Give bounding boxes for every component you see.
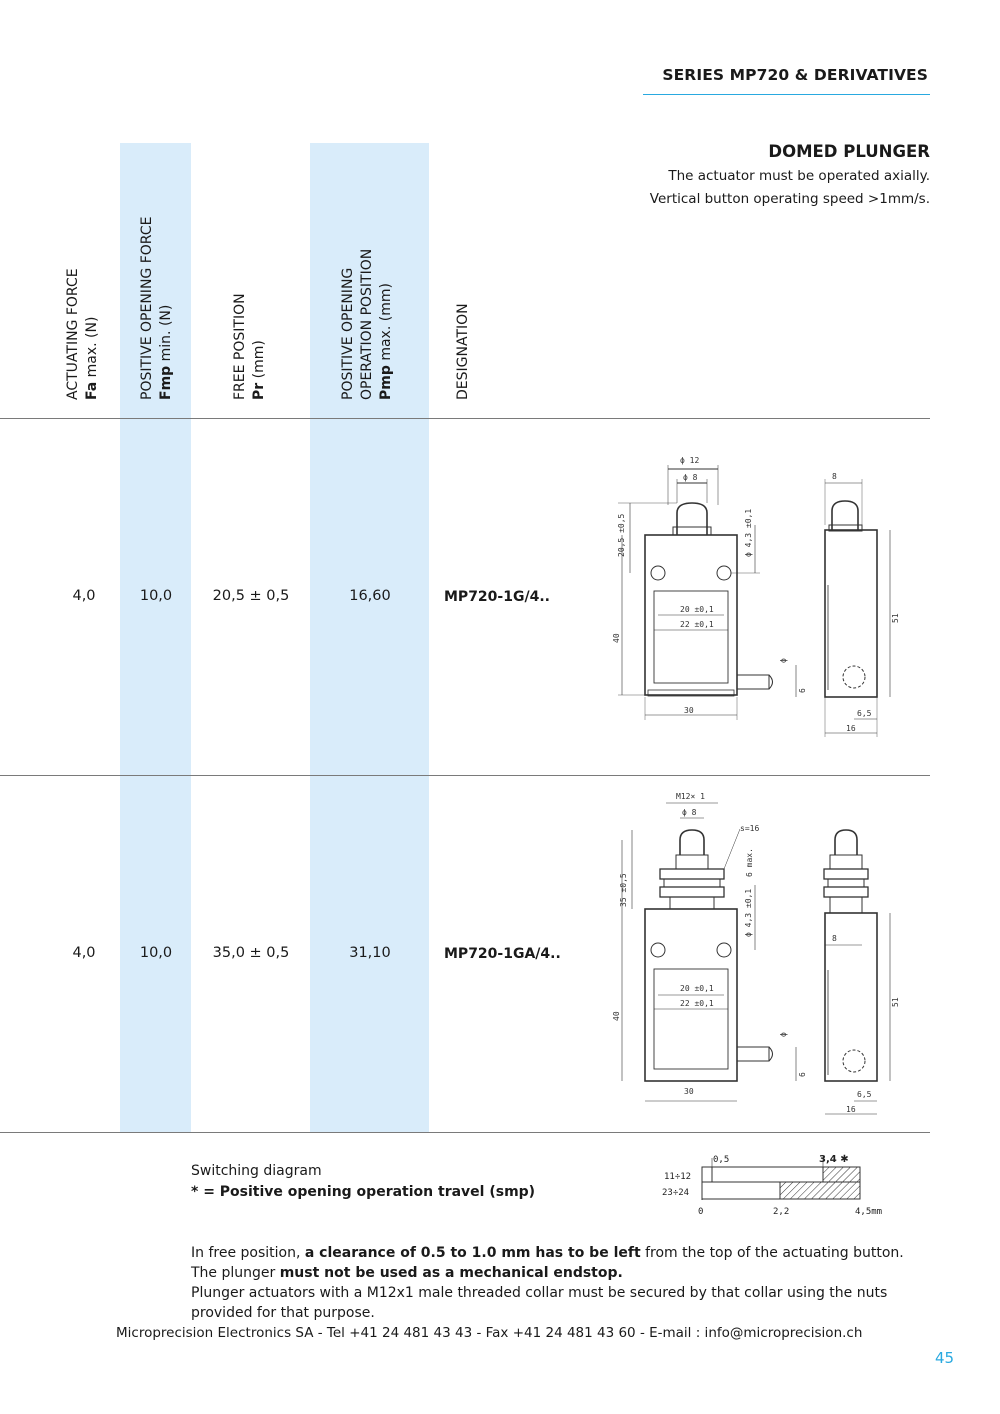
note-line-1: In free position, a clearance of 0.5 to … bbox=[191, 1245, 904, 1261]
dim-s16-label: s=16 bbox=[740, 824, 759, 833]
row1-pmp: 16,60 bbox=[349, 588, 391, 604]
row2-designation: MP720-1GA/4.. bbox=[444, 946, 561, 962]
column-band-fmp bbox=[120, 143, 191, 1132]
dim-d8-label-2: ϕ 8 bbox=[682, 808, 697, 817]
drawing-mp720-1ga: M12× 1 ϕ 8 s=16 6 max. 35 ±0,5 ϕ 4,3 ±0,… bbox=[612, 792, 900, 1115]
series-title: SERIES MP720 & DERIVATIVES bbox=[662, 66, 928, 84]
row2-fa: 4,0 bbox=[72, 945, 96, 961]
dim-w16-label-2: 16 bbox=[846, 1105, 856, 1114]
section-desc-line2: Vertical button operating speed >1mm/s. bbox=[649, 191, 930, 207]
dim-d12-label: ϕ 12 bbox=[680, 456, 699, 465]
usage-notes: In free position, a clearance of 0.5 to … bbox=[191, 1243, 921, 1323]
dim-h205-label: 20,5 ±0,5 bbox=[617, 513, 626, 557]
dim-h35-label: 35 ±0,5 bbox=[619, 873, 628, 907]
switching-diagram-label: Switching diagram bbox=[191, 1163, 322, 1179]
dim-h51-label: 51 bbox=[891, 613, 900, 623]
column-header-free-position: FREE POSITION Pr (mm) bbox=[232, 293, 267, 400]
column-header-positive-opening-force: POSITIVE OPENING FORCE Fmp min. (N) bbox=[139, 216, 174, 400]
column-header-positive-opening-position: POSITIVE OPENING OPERATION POSITION Pmp … bbox=[340, 248, 394, 400]
dim-w65-label: 6,5 bbox=[857, 709, 872, 718]
note-line-4: provided for that purpose. bbox=[191, 1305, 375, 1321]
row2-fmp: 10,0 bbox=[139, 945, 173, 961]
column-band-pmp bbox=[310, 143, 429, 1132]
table-row-rule bbox=[0, 775, 930, 776]
row2-pr: 35,0 ± 0,5 bbox=[212, 945, 290, 961]
dim-22-label: 22 ±0,1 bbox=[680, 620, 714, 629]
table-header-rule bbox=[0, 418, 930, 419]
switching-t45: 4,5mm bbox=[855, 1207, 882, 1217]
drawing-mp720-1g: ϕ 12 ϕ 8 8 20,5 ±0,5 ϕ 4,3 ±0,1 20 ±0,1 … bbox=[612, 456, 900, 737]
row1-fa: 4,0 bbox=[72, 588, 96, 604]
switching-t34: 3,4 ✱ bbox=[819, 1154, 849, 1165]
note-line-2: The plunger must not be used as a mechan… bbox=[191, 1265, 623, 1281]
dim-d43-label-2: ϕ 4,3 ±0,1 bbox=[744, 889, 753, 937]
dim-20-label-2: 20 ±0,1 bbox=[680, 984, 714, 993]
dim-max6-label: 6 max. bbox=[745, 848, 754, 877]
dim-w65-label-2: 6,5 bbox=[857, 1090, 872, 1099]
dim-six-label-2: 6 bbox=[798, 1072, 807, 1077]
dim-20-label: 20 ±0,1 bbox=[680, 605, 714, 614]
switching-contact1: 11÷12 bbox=[664, 1172, 691, 1182]
dim-phi-label: ϕ bbox=[779, 658, 788, 663]
row1-fmp: 10,0 bbox=[139, 588, 173, 604]
dim-six-label: 6 bbox=[798, 688, 807, 693]
note-line-3: Plunger actuators with a M12x1 male thre… bbox=[191, 1285, 888, 1301]
dim-w30-label: 30 bbox=[684, 706, 694, 715]
dim-phi-label-2: ϕ bbox=[779, 1032, 788, 1037]
column-header-actuating-force: ACTUATING FORCE Fa max. (N) bbox=[65, 268, 100, 400]
footer-contact: Microprecision Electronics SA - Tel +41 … bbox=[116, 1325, 863, 1341]
dim-h51-label-2: 51 bbox=[891, 997, 900, 1007]
dim-w16-label: 16 bbox=[846, 724, 856, 733]
section-desc-line1: The actuator must be operated axially. bbox=[668, 168, 930, 184]
dim-h40-label: 40 bbox=[612, 633, 621, 643]
dim-d8-label: ϕ 8 bbox=[683, 473, 698, 482]
switching-t22: 2,2 bbox=[773, 1207, 789, 1217]
row1-designation: MP720-1G/4.. bbox=[444, 589, 550, 605]
dim-22-label-2: 22 ±0,1 bbox=[680, 999, 714, 1008]
section-title: DOMED PLUNGER bbox=[768, 142, 930, 161]
row1-pr: 20,5 ± 0,5 bbox=[212, 588, 290, 604]
switching-contact2: 23÷24 bbox=[662, 1188, 689, 1198]
table-bottom-rule bbox=[0, 1132, 930, 1133]
switching-diagram-note: * = Positive opening operation travel (s… bbox=[191, 1184, 536, 1200]
row2-pmp: 31,10 bbox=[349, 945, 391, 961]
switching-diagram: 0,5 3,4 ✱ 11÷12 23÷24 0 2,2 4,5mm bbox=[662, 1154, 882, 1217]
switching-t0: 0 bbox=[698, 1207, 703, 1217]
dim-width8-label: 8 bbox=[832, 472, 837, 481]
switching-t05: 0,5 bbox=[713, 1155, 729, 1165]
dim-m12-label: M12× 1 bbox=[676, 792, 705, 801]
dim-w30-label-2: 30 bbox=[684, 1087, 694, 1096]
dim-h40-label-2: 40 bbox=[612, 1011, 621, 1021]
page-number: 45 bbox=[935, 1349, 955, 1367]
dim-width8-label-2: 8 bbox=[832, 934, 837, 943]
header-rule bbox=[643, 94, 930, 95]
dim-d43-label: ϕ 4,3 ±0,1 bbox=[744, 509, 753, 557]
column-header-designation: DESIGNATION bbox=[455, 303, 471, 400]
